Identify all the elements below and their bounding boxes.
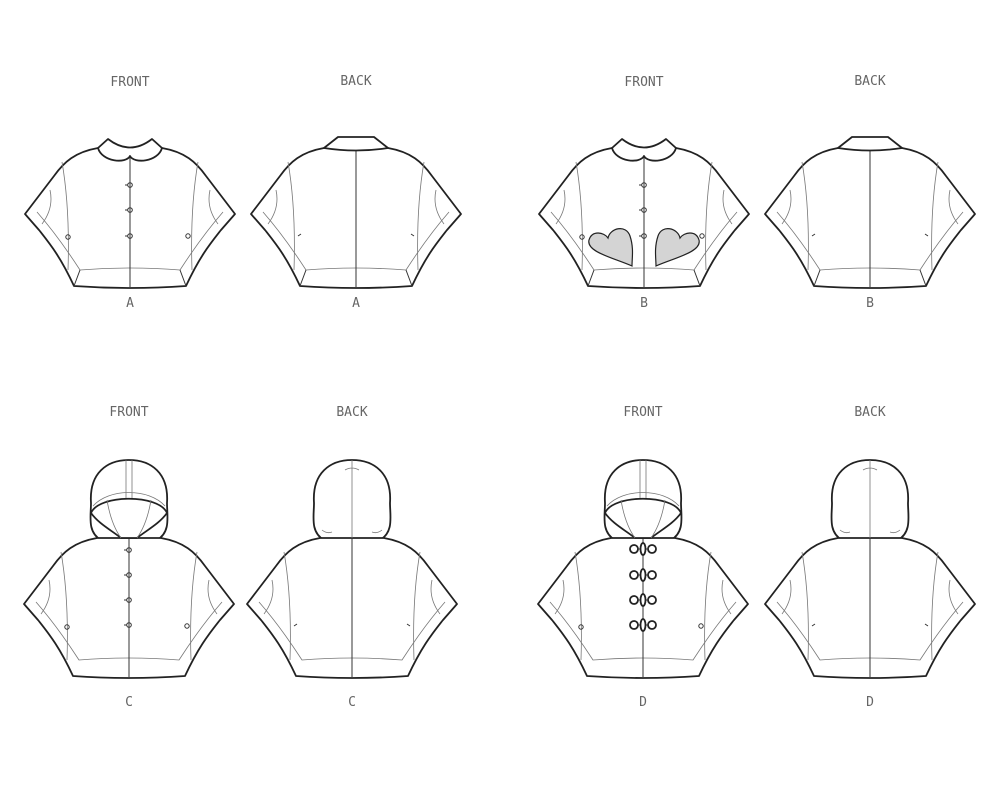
pocket-button-icon (65, 234, 71, 240)
sleeve-darts (267, 189, 445, 225)
garment-a-back (250, 136, 462, 289)
sleeve-darts (781, 189, 959, 225)
hood-lining (606, 460, 680, 539)
pocket-marks (811, 233, 929, 237)
toggle-loop (647, 544, 657, 554)
pocket-button-icon (64, 624, 70, 630)
view-letter: D (639, 695, 647, 710)
view-letter: A (126, 296, 134, 311)
hood-opening (604, 497, 682, 539)
peter-pan-collar (97, 138, 163, 162)
sleeve-darts (263, 579, 441, 615)
garment-c-back (246, 459, 458, 679)
side-seams (801, 161, 939, 271)
view-label-back: BACK (336, 405, 367, 420)
toggle-closure-icon (629, 568, 657, 582)
pocket-button-icon (698, 623, 704, 629)
toggle-peg (639, 568, 647, 582)
toggle-loop (629, 570, 639, 580)
toggle-loop (647, 620, 657, 630)
sleeve-darts (781, 579, 959, 615)
garment-d-back (764, 459, 976, 679)
view-letter: C (348, 695, 356, 710)
side-seams (801, 551, 939, 661)
side-seams (60, 551, 198, 661)
toggle-loop (647, 570, 657, 580)
side-seams (61, 161, 199, 271)
view-label-back: BACK (340, 74, 371, 89)
hem-band-ends (73, 269, 187, 287)
view-letter: B (866, 296, 874, 311)
toggle-loop (629, 620, 639, 630)
sleeve-darts (40, 579, 218, 615)
side-seams (287, 161, 425, 271)
garment-b-back (764, 136, 976, 289)
peter-pan-collar (611, 138, 677, 162)
garment-b-front (538, 138, 750, 289)
toggle-peg (639, 593, 647, 607)
toggle-loop (647, 595, 657, 605)
garment-a-front (24, 138, 236, 289)
pocket-button-icon (578, 624, 584, 630)
sleeve-darts (41, 189, 219, 225)
toggle-peg (639, 618, 647, 632)
pocket-marks (811, 623, 929, 627)
toggle-loop (629, 595, 639, 605)
pocket-marks (293, 623, 411, 627)
view-label-front: FRONT (109, 405, 148, 420)
side-seams (283, 551, 421, 661)
side-seams (575, 161, 713, 271)
toggle-closure-icon (629, 618, 657, 632)
view-letter: D (866, 695, 874, 710)
hem-band-ends (299, 269, 413, 287)
sleeve-darts (555, 189, 733, 225)
view-label-back: BACK (854, 405, 885, 420)
view-letter: A (352, 296, 360, 311)
view-letter: C (125, 695, 133, 710)
sleeve-darts (554, 579, 732, 615)
toggle-loop (629, 544, 639, 554)
side-seams (574, 551, 712, 661)
view-letter: B (640, 296, 648, 311)
hem-band-ends (587, 269, 701, 287)
garment-d-front (537, 459, 749, 679)
toggle-closure-icon (629, 593, 657, 607)
view-label-back: BACK (854, 74, 885, 89)
band-collar (323, 136, 389, 152)
hood-opening (90, 497, 168, 539)
pocket-button-icon (579, 234, 585, 240)
hood-lining (92, 460, 166, 539)
pocket-button-icon (699, 233, 705, 239)
hem-band-ends (813, 269, 927, 287)
pocket-button-icon (184, 623, 190, 629)
garment-c-front (23, 459, 235, 679)
toggle-closure-icon (629, 542, 657, 556)
pocket-button-icon (185, 233, 191, 239)
hood-seam (839, 460, 901, 538)
heart-pocket (654, 228, 700, 267)
view-label-front: FRONT (624, 75, 663, 90)
view-label-front: FRONT (623, 405, 662, 420)
toggle-peg (639, 542, 647, 556)
hood-seam (321, 460, 383, 538)
heart-pocket (588, 228, 634, 267)
view-label-front: FRONT (110, 75, 149, 90)
pocket-marks (297, 233, 415, 237)
band-collar (837, 136, 903, 152)
